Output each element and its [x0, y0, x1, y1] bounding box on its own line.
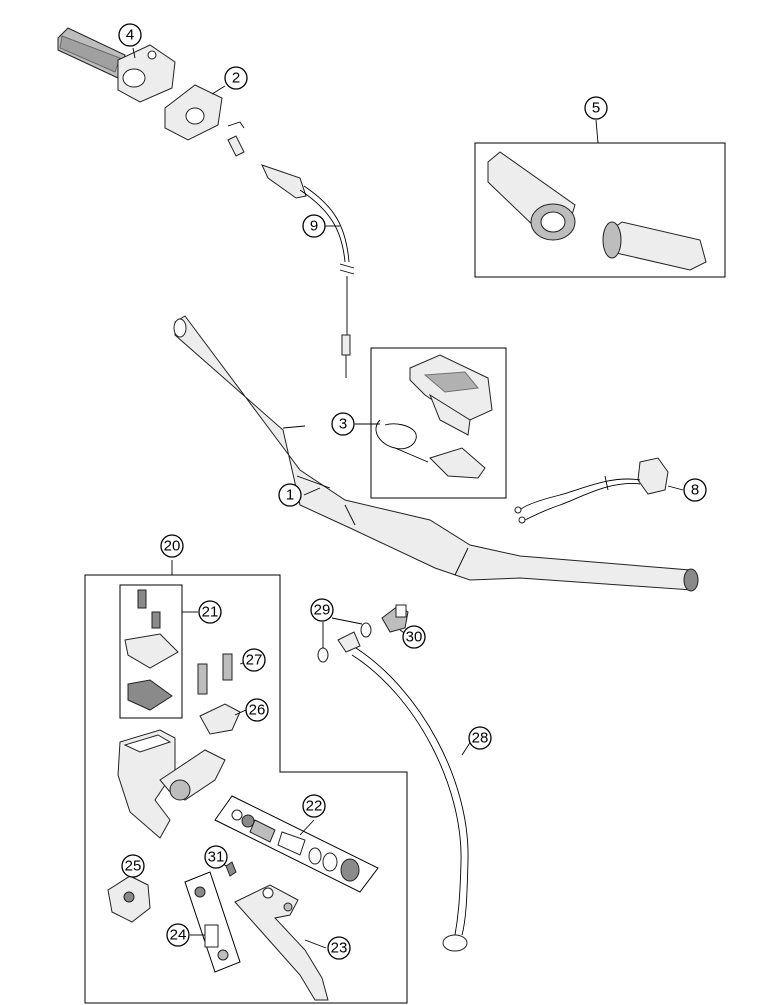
pin	[225, 861, 237, 877]
svg-text:9: 9	[310, 218, 318, 235]
callout-27: 27	[242, 648, 266, 672]
callout-26: 26	[245, 698, 269, 722]
throttle-grip-assembly	[57, 27, 176, 103]
callout-5: 5	[584, 96, 608, 120]
lever-cover	[107, 875, 151, 923]
svg-text:26: 26	[249, 702, 266, 719]
svg-text:4: 4	[126, 27, 134, 44]
clamp-bolts	[197, 653, 241, 735]
callout-21: 21	[198, 600, 222, 624]
svg-text:23: 23	[331, 940, 348, 957]
piston-kit-box	[214, 795, 379, 893]
svg-text:5: 5	[592, 100, 600, 117]
svg-text:28: 28	[472, 730, 489, 747]
callout-3: 3	[331, 412, 355, 436]
brake-lever	[234, 884, 329, 1001]
svg-text:1: 1	[286, 487, 294, 504]
svg-text:8: 8	[691, 482, 699, 499]
callout-2: 2	[224, 66, 248, 90]
callout-30: 30	[402, 625, 426, 649]
pivot-bolt-box	[184, 871, 241, 973]
leader-lines	[132, 47, 684, 949]
svg-text:30: 30	[406, 629, 423, 646]
svg-text:29: 29	[314, 602, 331, 619]
svg-text:22: 22	[306, 798, 323, 815]
svg-text:3: 3	[339, 416, 347, 433]
handlebar	[173, 315, 699, 592]
callout-20: 20	[160, 534, 184, 558]
callout-1: 1	[278, 483, 302, 507]
callout-24: 24	[166, 923, 190, 947]
master-cylinder-body	[117, 729, 226, 839]
brake-hose	[337, 631, 469, 952]
svg-text:24: 24	[170, 927, 187, 944]
callout-22: 22	[302, 794, 326, 818]
banjo-bolt	[381, 604, 409, 633]
callout-4: 4	[118, 23, 142, 47]
callout-28: 28	[468, 726, 492, 750]
brake-master-cylinder-box	[84, 560, 408, 1004]
banjo-washers	[317, 617, 372, 663]
throttle-housing-cover	[164, 84, 223, 141]
svg-text:20: 20	[164, 538, 181, 555]
callout-25: 25	[121, 854, 145, 878]
svg-text:21: 21	[202, 604, 219, 621]
grip-set-box	[474, 142, 726, 278]
throttle-cable	[227, 121, 355, 378]
svg-text:25: 25	[125, 858, 142, 875]
reservoir-cover-set	[119, 584, 198, 719]
svg-text:27: 27	[246, 652, 263, 669]
svg-text:2: 2	[232, 70, 240, 87]
stop-switch	[514, 457, 669, 524]
callout-31: 31	[204, 845, 228, 869]
callout-23: 23	[327, 936, 351, 960]
callout-29: 29	[310, 598, 334, 622]
handlebar-pad-box	[370, 347, 507, 499]
callout-8: 8	[683, 478, 707, 502]
callout-9: 9	[302, 214, 326, 238]
svg-text:31: 31	[208, 849, 225, 866]
